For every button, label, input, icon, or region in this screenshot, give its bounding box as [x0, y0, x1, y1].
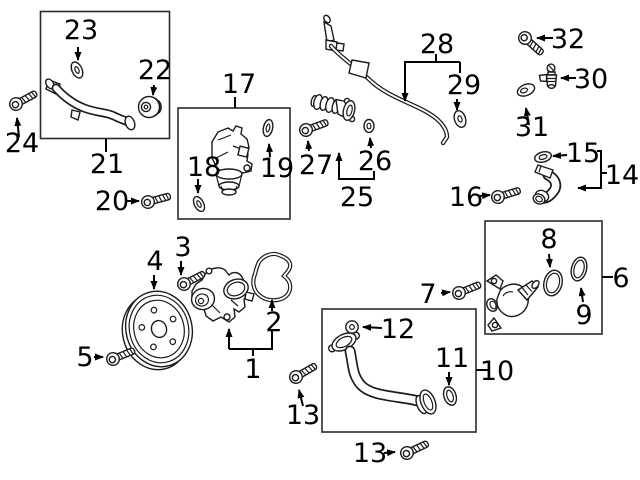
- callout-17: 17: [222, 69, 256, 100]
- oring-8: [543, 269, 563, 297]
- group-box-21: [39, 10, 171, 140]
- bolt-27: [297, 115, 331, 139]
- grommet-12: [345, 320, 359, 334]
- bolt-32: [515, 28, 548, 59]
- callout-7: 7: [419, 279, 436, 310]
- callout-27: 27: [299, 150, 333, 181]
- callout-2: 2: [265, 307, 282, 338]
- callout-3: 3: [174, 232, 191, 263]
- bracket-1: [229, 331, 273, 356]
- callout-30: 30: [574, 64, 608, 95]
- callout-4: 4: [146, 246, 163, 277]
- callout-16: 16: [449, 182, 483, 213]
- callout-21: 21: [90, 149, 124, 180]
- oring-11: [442, 386, 458, 406]
- callout-9: 9: [575, 300, 592, 331]
- callout-1: 1: [244, 354, 261, 385]
- washer-29: [453, 110, 467, 128]
- callout-23: 23: [64, 15, 98, 46]
- callout-8: 8: [540, 224, 557, 255]
- callout-25: 25: [340, 182, 374, 213]
- callout-10: 10: [480, 356, 514, 387]
- arrow-15: [552, 151, 568, 159]
- oring-26: [363, 118, 375, 134]
- water-pump-1: [190, 267, 255, 323]
- callout-6: 6: [612, 263, 629, 294]
- callout-13-bottom: 13: [353, 438, 387, 469]
- arrow-7: [440, 289, 451, 297]
- water-pipe-10: [327, 331, 437, 415]
- bracket-28: [404, 54, 461, 73]
- callout-14: 14: [605, 160, 639, 191]
- bolt-20: [139, 189, 173, 211]
- bolt-13-left: [286, 359, 320, 387]
- coolant-pipe-21: [45, 78, 136, 131]
- oring-19: [262, 118, 274, 138]
- arrow-26: [367, 137, 375, 149]
- bolt-7: [450, 277, 484, 302]
- arrow-31: [523, 107, 531, 126]
- callout-22: 22: [138, 55, 172, 86]
- callout-13-left: 13: [286, 400, 320, 431]
- arrow-24: [14, 117, 22, 138]
- callout-29: 29: [447, 70, 481, 101]
- bleeder-valve-30: [538, 63, 558, 89]
- coolant-union-25: [310, 93, 356, 123]
- outlet-elbow-14: [532, 164, 562, 205]
- bolt-24: [6, 86, 40, 114]
- callout-28: 28: [420, 29, 454, 60]
- washer-31: [516, 83, 536, 97]
- thermostat-6: [485, 274, 540, 332]
- arrow-8: [545, 253, 553, 268]
- arrow-22: [150, 84, 158, 96]
- bracket-14: [577, 150, 602, 192]
- gasket-2: [251, 251, 293, 303]
- arrow-19: [266, 143, 274, 158]
- callout-12: 12: [381, 314, 415, 345]
- vent-hose-28: [323, 14, 450, 146]
- callout-15: 15: [566, 138, 600, 169]
- arrow-13-left: [297, 389, 305, 407]
- callout-11: 11: [435, 343, 469, 374]
- callout-31: 31: [515, 112, 549, 143]
- thermostat-housing-17: [211, 125, 253, 196]
- callout-18: 18: [187, 152, 221, 183]
- callout-24: 24: [5, 128, 39, 159]
- arrow-9: [578, 287, 586, 303]
- oring-15: [533, 150, 553, 164]
- arrow-13-bottom: [383, 449, 396, 457]
- oring-23: [70, 61, 84, 79]
- callout-5: 5: [76, 342, 93, 373]
- arrow-12: [362, 323, 383, 331]
- callout-26: 26: [358, 146, 392, 177]
- oring-9: [570, 256, 588, 282]
- callout-32: 32: [551, 24, 585, 55]
- callout-20: 20: [95, 186, 129, 217]
- bolt-16: [489, 183, 523, 206]
- grommet-22: [137, 95, 162, 119]
- arrow-27: [305, 140, 313, 152]
- oring-18: [192, 195, 206, 213]
- pulley-4: [121, 290, 194, 371]
- bracket-25: [335, 152, 375, 180]
- bolt-13-bottom: [397, 436, 432, 463]
- arrow-16: [478, 192, 491, 200]
- callout-19: 19: [260, 153, 294, 184]
